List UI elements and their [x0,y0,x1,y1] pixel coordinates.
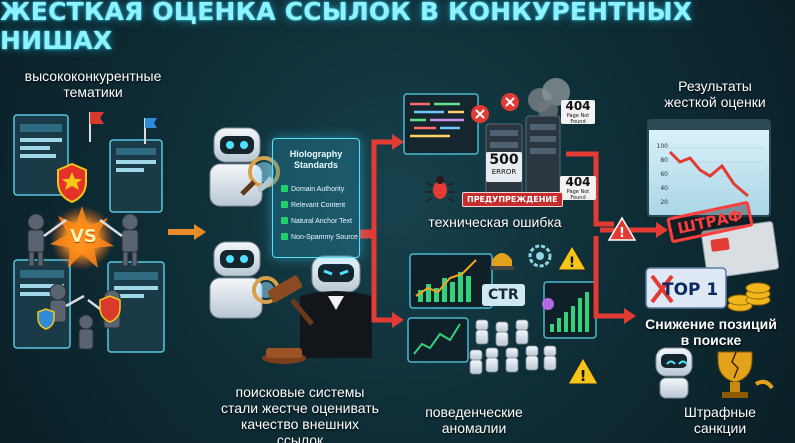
error-code: 404 [565,99,591,113]
error-caption: ERROR [491,168,517,176]
top-1-label: TOP 1 [662,280,719,300]
y-tick: 40 [660,185,668,192]
label-line: качество внешних ссылок [240,416,360,443]
standards-item-label: Natural Anchor Text [291,218,352,225]
svg-text:!: ! [619,226,625,241]
standards-title-line-1: Hiolography [289,149,343,159]
standards-item-label: Relevant Content [291,202,346,209]
versus-label: VS [70,226,97,247]
search-engines-label: поисковые системы стали жестче оценивать… [218,384,382,443]
behavioral-anomalies-label: поведенческие аномалии [414,404,534,436]
error-404-card-bottom: 404 Page Not Found [560,175,596,201]
error-404-card-top: 404 Page Not Found [561,99,595,125]
standards-item: Non-Spammy Source [281,233,358,241]
standards-item: Domain Authority [281,185,344,193]
error-code: 500 [489,152,519,168]
standards-board: Hiolography Standards Domain Authority R… [272,138,360,258]
standards-title-line-2: Standards [293,160,338,170]
svg-text:!: ! [569,255,575,271]
y-tick: 100 [656,143,668,150]
standards-item: Relevant Content [281,201,345,209]
check-icon [281,233,288,240]
label-line: тематики [63,84,123,100]
label-line: высококонкурентные [24,68,162,84]
label-line: жесткой оценки [664,94,766,110]
standards-item-label: Domain Authority [291,186,345,193]
standards-title: Hiolography Standards [273,149,359,171]
competitive-niches-label: высококонкурентные тематики [18,68,168,100]
check-icon [281,217,288,224]
label-line: Снижение позиций [645,316,777,332]
error-code: 404 [565,175,591,189]
label-line: санкции [693,420,747,436]
error-caption: Page Not Found [566,113,590,125]
results-label: Результаты жесткой оценки [640,78,790,110]
label-line: поисковые системы [235,384,365,400]
ranking-drop-label: Снижение позиций в поиске [636,316,786,348]
label-line: стали жестче оценивать [221,400,379,416]
svg-text:!: ! [580,367,587,385]
search-robots-scene [209,127,372,364]
warning-badge: ПРЕДУПРЕЖДЕНИЕ [462,192,563,207]
y-tick: 80 [660,157,668,164]
label-line: поведенческие [425,404,523,420]
standards-item: Natural Anchor Text [281,217,352,225]
check-icon [281,201,288,208]
standards-item-label: Non-Spammy Source [291,234,358,241]
error-caption: Page Not Found [566,189,590,201]
results-scene [645,119,780,399]
result-chart-y-axis: 100 80 60 40 20 [652,140,668,210]
sanctions-label: Штрафные санкции [660,404,780,436]
y-tick: 20 [660,199,668,206]
ctr-chip: CTR [482,284,525,306]
label-line: Результаты [678,78,752,94]
competitive-battle-scene [13,112,165,353]
label-line: Штрафные [684,404,756,420]
label-line: в поиске [680,332,742,348]
technical-error-label: техническая ошибка [428,214,562,230]
check-icon [281,185,288,192]
behavioral-anomalies-scene: ! ! [407,244,599,385]
error-500-card: 500 ERROR [486,152,522,182]
y-tick: 60 [660,171,668,178]
label-line: аномалии [441,420,507,436]
technical-error-scene [403,78,570,206]
